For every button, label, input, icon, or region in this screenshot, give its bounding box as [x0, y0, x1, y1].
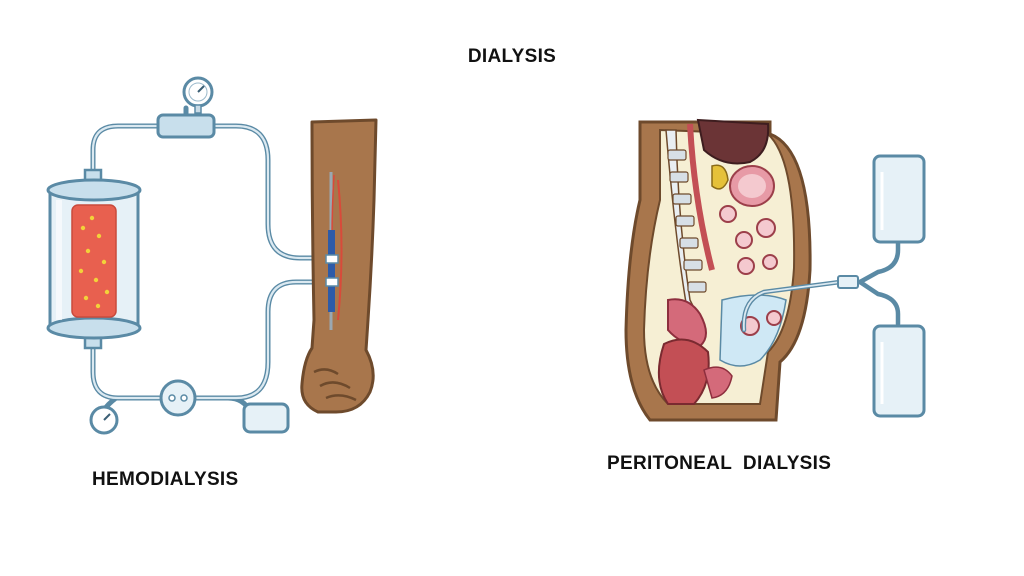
saline-bag-icon [242, 402, 290, 434]
intestines [719, 205, 782, 336]
hemodialysis-label: HEMODIALYSIS [92, 469, 239, 490]
drip-chamber [156, 113, 216, 139]
dialysate-bag-icon [872, 154, 926, 244]
pressure-gauge-icon [89, 405, 119, 435]
drain-bag-icon [872, 324, 926, 418]
peritoneal-illustration [624, 118, 926, 422]
peritoneal-dialysis-label: PERITONEAL DIALYSIS [607, 453, 832, 474]
pressure-gauge-icon [182, 76, 214, 114]
diagram-title: DIALYSIS [467, 46, 557, 67]
arm-illustration [300, 118, 378, 414]
blood-pump-icon [159, 379, 197, 417]
dialyzer-icon [46, 168, 142, 350]
spine [665, 129, 707, 328]
catheter-connector [837, 275, 859, 289]
hemodialysis-illustration [46, 76, 378, 435]
catheter-tubing [741, 239, 901, 333]
liver [696, 118, 770, 165]
